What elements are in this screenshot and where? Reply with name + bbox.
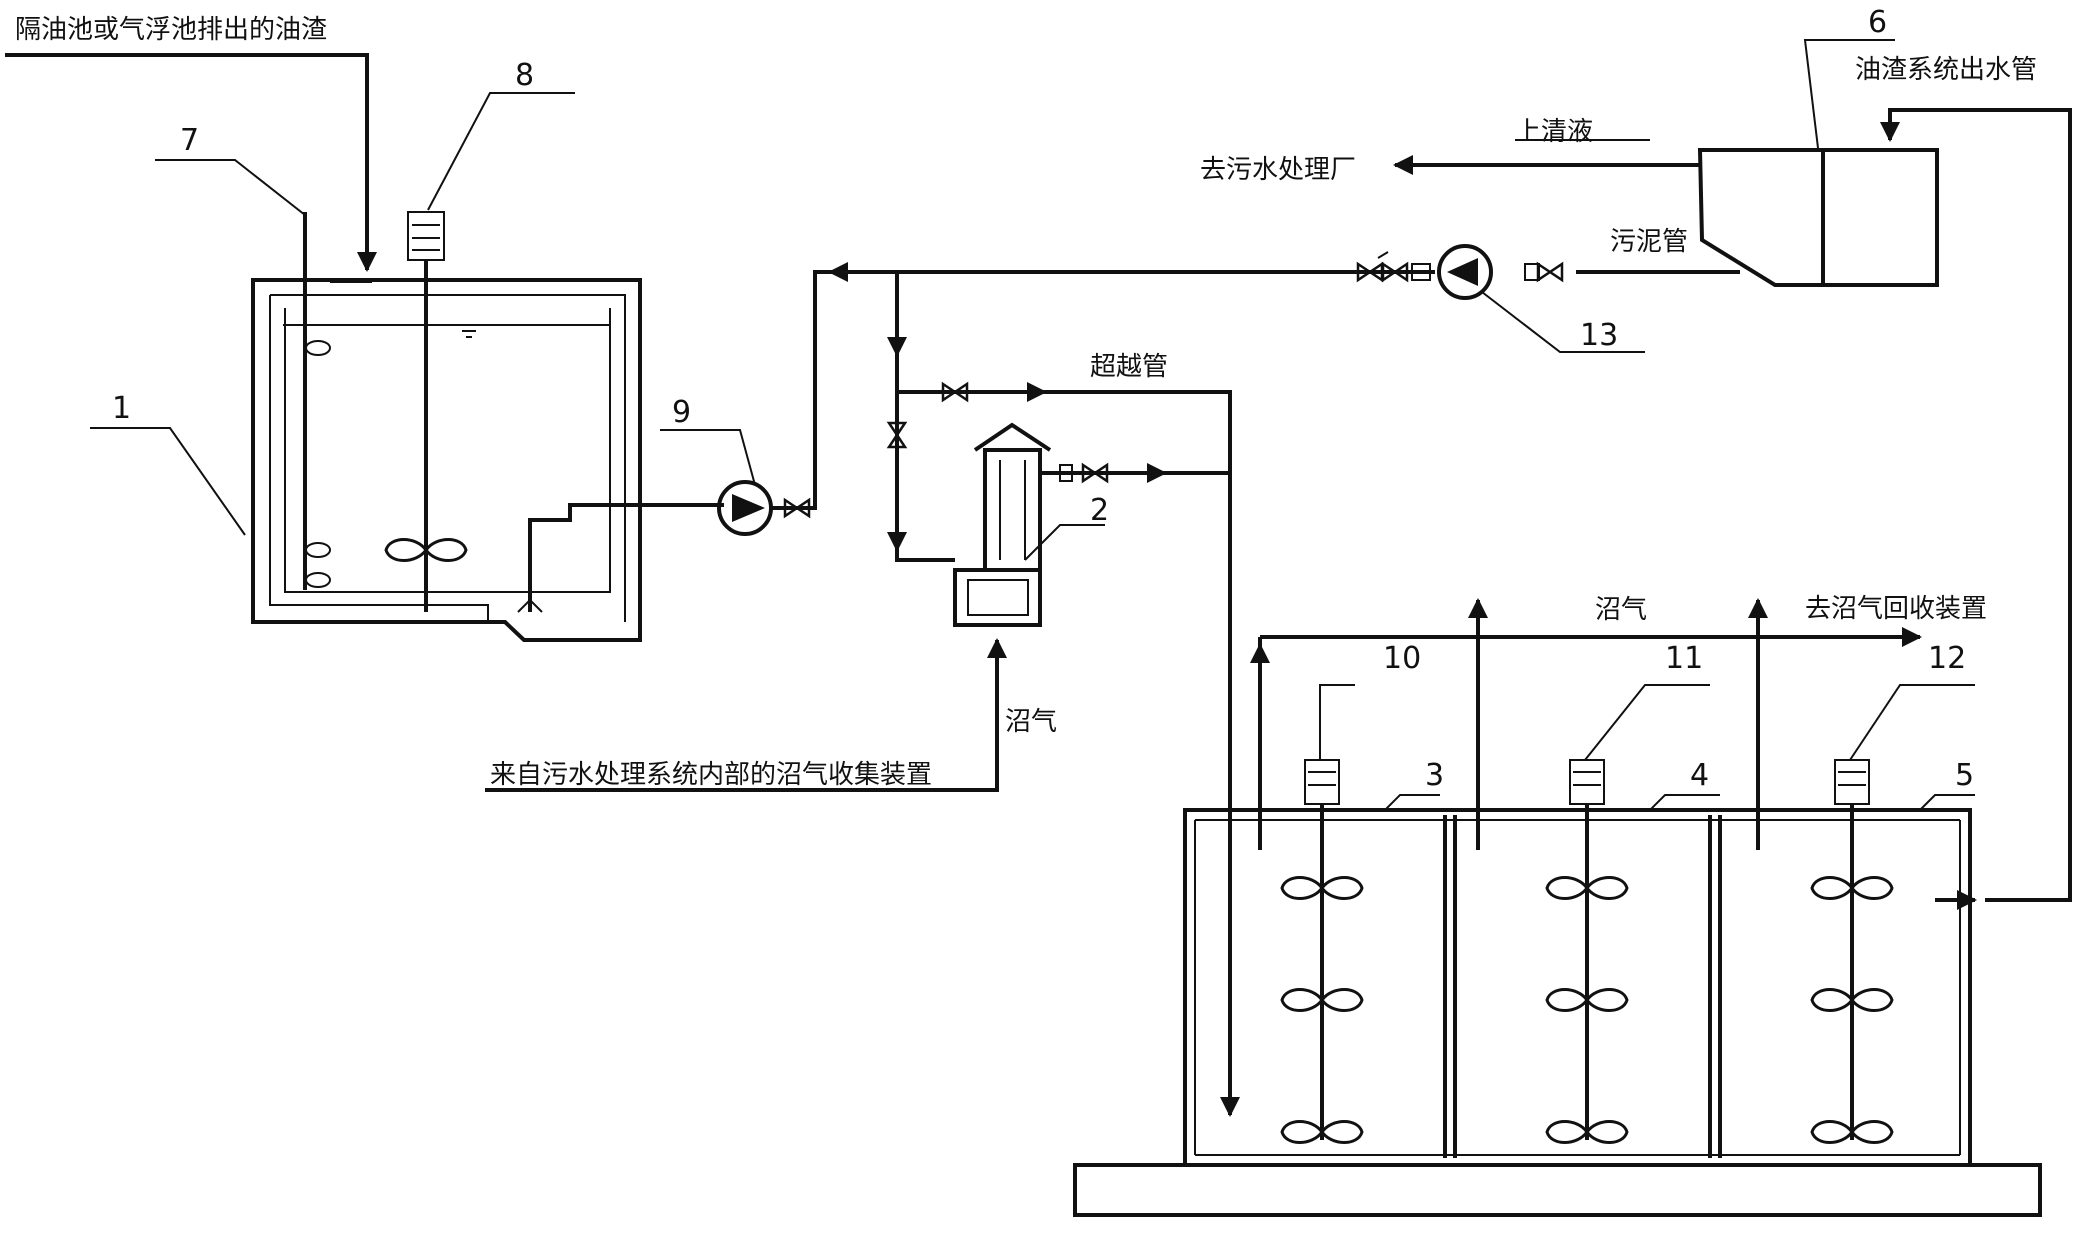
mixer-11	[1545, 759, 1629, 1144]
label-biogas-left: 沼气	[1005, 707, 1057, 737]
label-supernatant: 上清液	[1515, 117, 1593, 147]
mixer-10	[1280, 759, 1364, 1144]
digesters	[1073, 808, 2042, 1217]
number-1: 1	[112, 391, 131, 426]
number-8: 8	[515, 58, 534, 93]
biogas-supply-line	[485, 638, 1007, 792]
mixer-8	[384, 211, 468, 612]
scum-outlet-line	[1880, 108, 2072, 902]
number-10: 10	[1383, 641, 1421, 676]
label-oil-scum-inlet: 隔油池或气浮池排出的油渣	[15, 15, 327, 45]
aeration-pipe-7	[303, 212, 331, 590]
number-5: 5	[1955, 758, 1974, 793]
tank-1	[251, 278, 642, 642]
pump-9-discharge	[772, 270, 855, 510]
biogas-header	[1250, 598, 1922, 850]
number-13: 13	[1580, 318, 1618, 353]
heater-feed-line	[895, 272, 955, 562]
label-to-wwtp: 去污水处理厂	[1200, 155, 1356, 185]
pump-9	[717, 480, 811, 536]
number-11: 11	[1665, 641, 1703, 676]
number-7: 7	[180, 123, 199, 158]
number-9: 9	[672, 395, 691, 430]
valves-sludge-line	[1335, 251, 1564, 282]
label-scum-outlet-pipe: 油渣系统出水管	[1855, 55, 2037, 85]
label-to-biogas-recovery: 去沼气回收装置	[1805, 594, 1987, 624]
mixer-12	[1810, 759, 1894, 1144]
leader-lines	[90, 39, 1975, 811]
number-12: 12	[1928, 641, 1966, 676]
heater-2	[953, 422, 1052, 627]
settling-tank-6	[1697, 148, 1939, 287]
number-4: 4	[1690, 758, 1709, 793]
number-3: 3	[1425, 758, 1444, 793]
label-biogas-top: 沼气	[1595, 595, 1647, 625]
number-6: 6	[1868, 5, 1887, 40]
pump-13	[1437, 244, 1493, 300]
bypass-line	[897, 390, 1232, 1115]
oil-scum-inlet-line	[5, 53, 377, 272]
suction-pipe	[528, 503, 724, 612]
label-sludge-pipe: 污泥管	[1610, 227, 1688, 257]
label-bypass-pipe: 超越管	[1090, 352, 1168, 382]
number-2: 2	[1090, 493, 1109, 528]
label-from-biogas-collection: 来自污水处理系统内部的沼气收集装置	[490, 760, 932, 790]
